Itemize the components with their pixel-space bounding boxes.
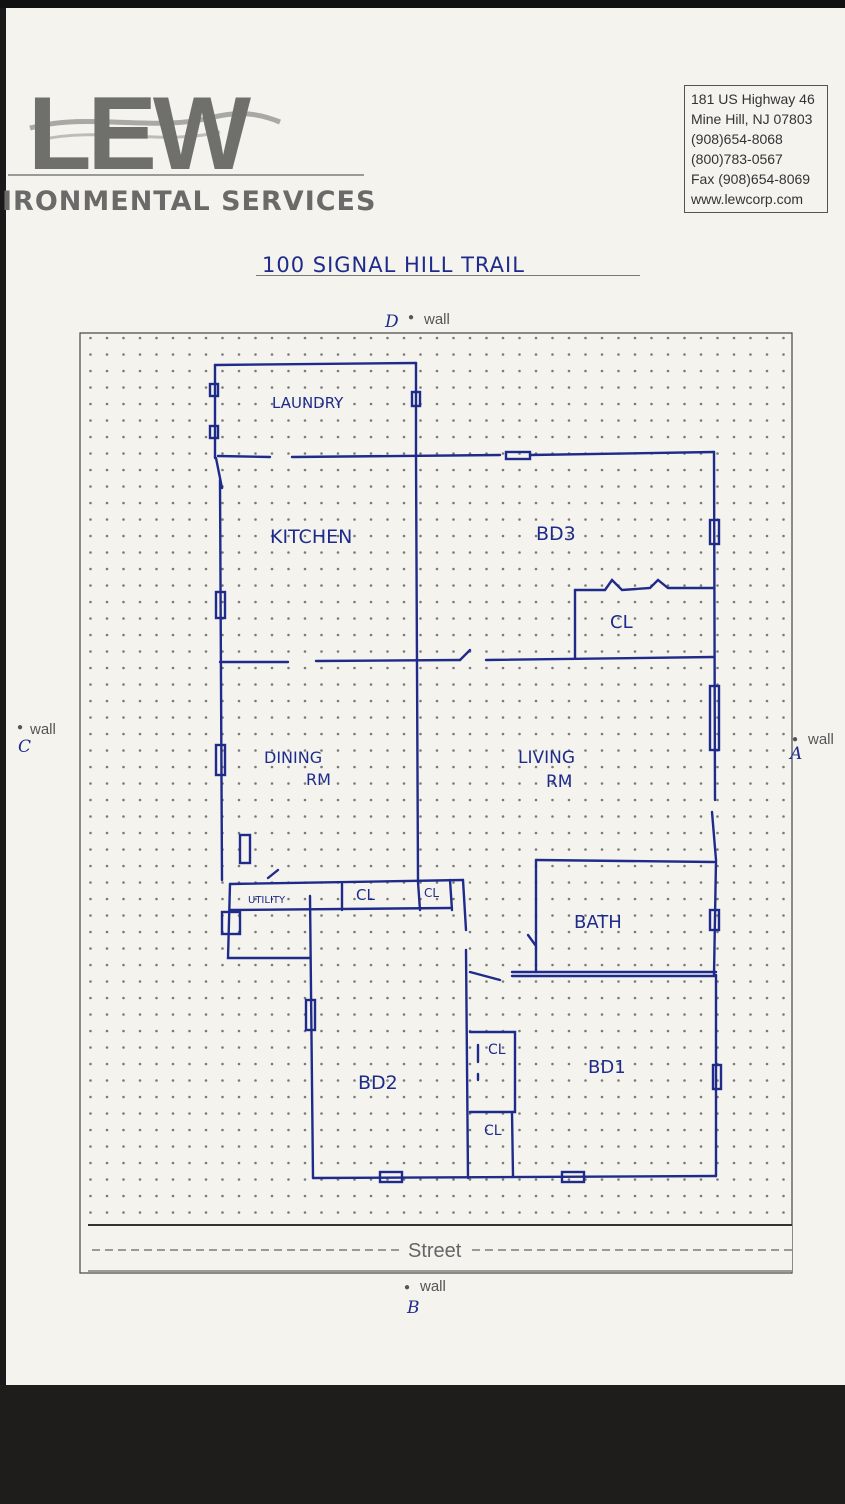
camera-icon: ● bbox=[17, 722, 24, 733]
room-label-dining: DINING bbox=[264, 748, 323, 767]
property-address: 100 SIGNAL HILL TRAIL bbox=[262, 253, 525, 277]
wall-label-top: wall bbox=[424, 311, 450, 328]
room-label-bd1-closet: CL bbox=[488, 1042, 506, 1058]
wall-label-left: wall bbox=[30, 721, 56, 738]
wall-label-right: wall bbox=[808, 731, 834, 748]
wall-letter-right: A bbox=[790, 744, 803, 764]
room-label-bd3: BD3 bbox=[536, 523, 576, 545]
wall-letter-bottom: B bbox=[407, 1298, 420, 1318]
address-underline bbox=[256, 275, 640, 276]
room-label-living: LIVING bbox=[518, 748, 576, 768]
contact-line: (908)654-8068 bbox=[691, 131, 783, 147]
room-label-bd3-closet: CL bbox=[610, 612, 633, 633]
dot-grid bbox=[79, 332, 793, 1274]
room-label-laundry: LAUNDRY bbox=[272, 394, 344, 412]
room-label-utility: UTILITY bbox=[248, 895, 286, 906]
wall-label-bottom: wall bbox=[420, 1278, 446, 1295]
photo-top-edge bbox=[0, 0, 845, 8]
room-label-bd2: BD2 bbox=[358, 1072, 398, 1094]
room-label-kitchen: KITCHEN bbox=[270, 526, 353, 548]
contact-line: Mine Hill, NJ 07803 bbox=[691, 111, 813, 127]
room-label-living-rm: RM bbox=[546, 772, 573, 792]
camera-icon: ● bbox=[408, 312, 415, 323]
logo-wave bbox=[29, 111, 281, 142]
room-label-bath: BATH bbox=[574, 912, 622, 933]
room-label-hall-closet: CL bbox=[356, 886, 375, 904]
walls bbox=[208, 361, 723, 1184]
room-label-bd1: BD1 bbox=[588, 1057, 626, 1078]
street-label: Street bbox=[406, 1240, 464, 1263]
contact-line: Fax (908)654-8069 bbox=[691, 171, 811, 187]
wall-letter-left: C bbox=[18, 737, 32, 757]
contact-line: www.lewcorp.com bbox=[691, 191, 804, 207]
contact-box: 181 US Highway 46 Mine Hill, NJ 07803 (9… bbox=[684, 85, 828, 213]
room-label-bd2-closet: CL bbox=[484, 1123, 502, 1139]
wall-letter-top: D bbox=[385, 312, 399, 332]
company-subtitle: IRONMENTAL SERVICES bbox=[2, 186, 377, 217]
camera-icon: ● bbox=[404, 1282, 411, 1293]
camera-icon: ● bbox=[792, 734, 799, 745]
company-logo: LEW bbox=[28, 76, 251, 192]
room-label-small-closet: CL bbox=[424, 886, 440, 900]
logo-divider bbox=[8, 174, 364, 176]
photo-background-bottom bbox=[0, 1385, 845, 1504]
room-label-dining-rm: RM bbox=[306, 770, 331, 789]
contact-line: 181 US Highway 46 bbox=[691, 91, 815, 107]
contact-line: (800)783-0567 bbox=[691, 151, 783, 167]
